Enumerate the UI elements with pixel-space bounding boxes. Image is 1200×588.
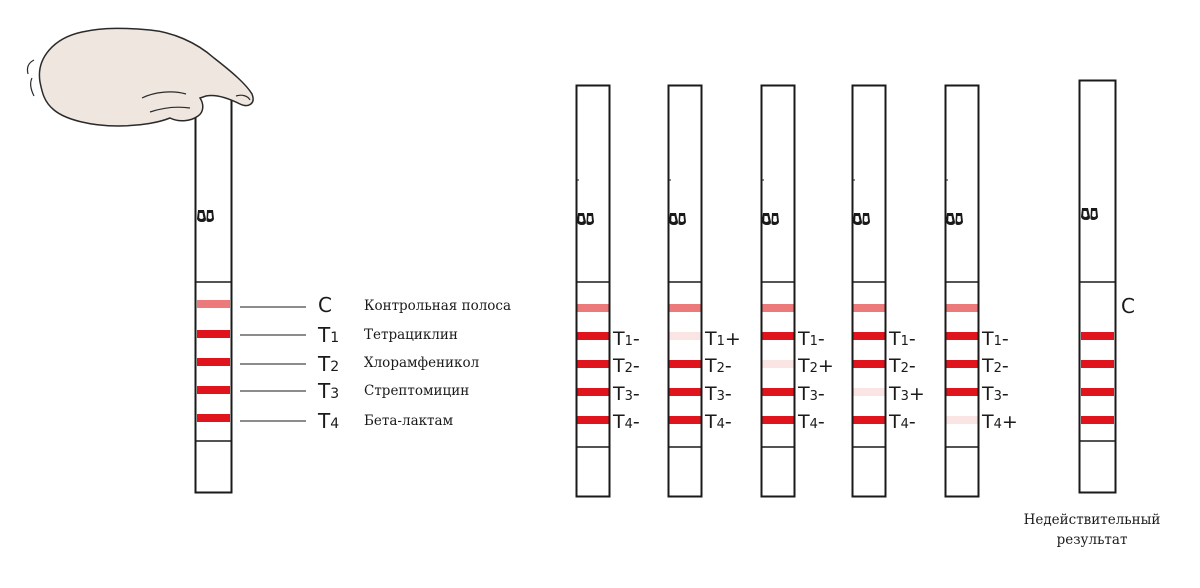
test-band-t1 — [669, 332, 701, 340]
legend-names: Контрольная полоса Тетрациклин Хлорамфен… — [364, 298, 511, 429]
legend-code-t2: T2 — [317, 352, 339, 376]
result-label-t3: T3- — [612, 383, 640, 405]
control-band — [197, 300, 230, 308]
test-band-t3 — [853, 388, 885, 396]
result-label-t4: T4- — [612, 411, 640, 433]
strip-body — [575, 84, 611, 498]
t2-band — [197, 358, 230, 366]
control-band — [853, 304, 885, 312]
invalid-caption-line1: Недействительный — [1024, 512, 1161, 528]
test-band-t4 — [853, 416, 885, 424]
result-label-t3: T3- — [981, 383, 1009, 405]
result-label-t4: T4- — [797, 411, 825, 433]
t4-band — [197, 414, 230, 422]
legend-code-c: C — [318, 293, 332, 317]
test-band-t4 — [762, 416, 794, 424]
test-band-t1 — [577, 332, 609, 340]
invalid-t2-band — [1081, 360, 1114, 368]
result-strip-5: T1- T2- T3- T4+ — [944, 84, 1018, 498]
test-band-t2 — [577, 360, 609, 368]
result-label-t2: T2- — [981, 355, 1009, 377]
test-band-t3 — [946, 388, 978, 396]
control-band — [577, 304, 609, 312]
control-band — [946, 304, 978, 312]
test-band-t3 — [762, 388, 794, 396]
result-strips: T1-T2-T3-T4-T1+T2-T3-T4-T1-T2+T3-T4-T1-T… — [575, 84, 1018, 498]
test-band-t4 — [946, 416, 978, 424]
control-band — [762, 304, 794, 312]
legend-code-t3: T3 — [317, 379, 339, 403]
legend-leader-lines — [240, 306, 306, 422]
test-band-t4 — [669, 416, 701, 424]
invalid-control-label: C — [1121, 294, 1135, 318]
result-strip-3: T1- T2+ T3- T4- — [760, 84, 834, 498]
result-label-t2: T2+ — [797, 355, 834, 377]
strip-body — [667, 84, 703, 498]
legend-name-beta-lactam: Бета-лактам — [364, 413, 454, 429]
strip-body — [760, 84, 796, 498]
test-band-t3 — [577, 388, 609, 396]
test-band-t2 — [762, 360, 794, 368]
result-strip-1: T1- T2- T3- T4- — [575, 84, 640, 498]
reference-strip — [194, 81, 233, 494]
test-band-t2 — [946, 360, 978, 368]
result-strip-2: T1+ T2- T3- T4- — [667, 84, 741, 498]
legend-name-tetracycline: Тетрациклин — [364, 327, 458, 343]
result-label-t4: T4+ — [981, 411, 1018, 433]
result-label-t1: T1- — [888, 328, 916, 350]
legend-codes: C T1 T2 T3 T4 — [317, 293, 339, 433]
invalid-t3-band — [1081, 388, 1114, 396]
legend-name-streptomycin: Стрептомицин — [364, 383, 469, 399]
control-band — [669, 304, 701, 312]
test-band-t1 — [946, 332, 978, 340]
invalid-t1-band — [1081, 332, 1114, 340]
strip-body — [851, 84, 887, 498]
legend-code-t4: T4 — [317, 409, 339, 433]
strip-body — [944, 84, 980, 498]
result-label-t2: T2- — [888, 355, 916, 377]
invalid-strip — [1078, 79, 1117, 494]
result-label-t3: T3- — [797, 383, 825, 405]
test-band-t2 — [669, 360, 701, 368]
legend-code-t1: T1 — [317, 323, 339, 347]
test-band-t1 — [762, 332, 794, 340]
result-label-t2: T2- — [704, 355, 732, 377]
legend-name-chloramphenicol: Хлорамфеникол — [364, 355, 480, 371]
result-label-t1: T1- — [797, 328, 825, 350]
legend-name-control: Контрольная полоса — [364, 298, 511, 314]
result-label-t3: T3+ — [888, 383, 925, 405]
test-band-t2 — [853, 360, 885, 368]
t3-band — [197, 386, 230, 394]
test-band-t4 — [577, 416, 609, 424]
test-band-t1 — [853, 332, 885, 340]
result-label-t1: T1- — [981, 328, 1009, 350]
result-label-t1: T1- — [612, 328, 640, 350]
result-label-t1: T1+ — [704, 328, 741, 350]
invalid-caption-line2: результат — [1057, 532, 1128, 548]
result-label-t4: T4- — [888, 411, 916, 433]
result-label-t4: T4- — [704, 411, 732, 433]
result-label-t2: T2- — [612, 355, 640, 377]
invalid-t4-band — [1081, 416, 1114, 424]
hand-icon — [26, 27, 254, 127]
t1-band — [197, 330, 230, 338]
result-label-t3: T3- — [704, 383, 732, 405]
test-band-t3 — [669, 388, 701, 396]
result-strip-4: T1- T2- T3+ T4- — [851, 84, 925, 498]
